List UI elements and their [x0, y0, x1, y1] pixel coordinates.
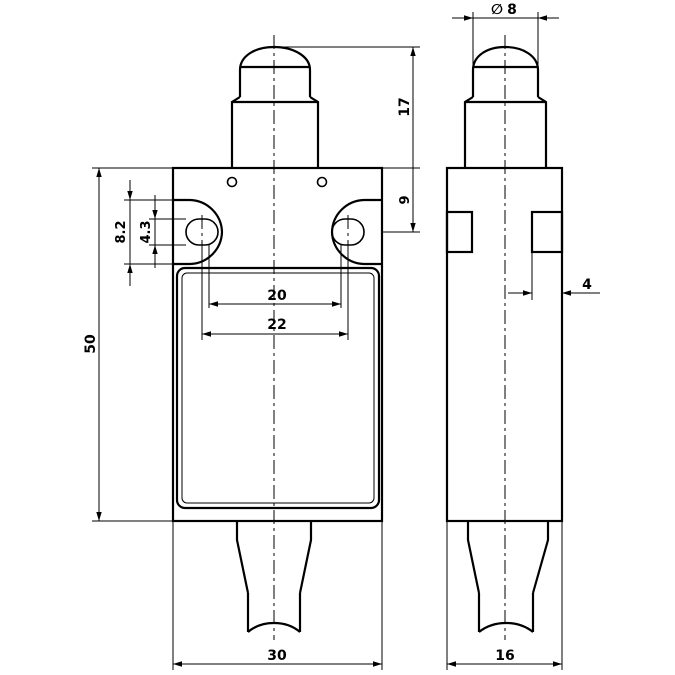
dim-label-30: 30 — [267, 648, 287, 664]
side-plunger-collar — [463, 96, 548, 168]
front-body-dot-right — [316, 176, 328, 188]
front-cover-outer — [175, 266, 381, 510]
dim-label-8-2: 8.2 — [114, 220, 129, 243]
side-view — [445, 35, 564, 640]
dim-label-17: 17 — [397, 97, 413, 116]
side-cable-gland — [466, 521, 550, 594]
side-slot-right — [530, 210, 564, 254]
front-view — [171, 35, 384, 640]
front-mount-left — [173, 198, 224, 266]
side-cable-break — [478, 621, 534, 633]
front-cable-gland — [235, 521, 313, 594]
front-plunger-dome — [238, 45, 312, 97]
front-plunger-collar — [230, 96, 320, 168]
dim-label-50: 50 — [83, 334, 99, 354]
dim-label-22: 22 — [267, 317, 286, 333]
dim-label-8: 8 — [507, 2, 517, 18]
dim-label-4: 4 — [582, 277, 592, 293]
dimension-labels: 17 9 50 8.2 4.3 20 22 30 16 ∅ 8 4 — [83, 2, 592, 664]
dim-label-4-3: 4.3 — [139, 220, 154, 243]
front-body — [171, 166, 384, 523]
front-mount-right — [330, 198, 382, 266]
side-slot-left — [445, 210, 474, 254]
dim-label-9: 9 — [398, 195, 413, 204]
dim-label-16: 16 — [495, 648, 514, 664]
dimension-lines — [92, 12, 600, 670]
front-body-dot-left — [226, 176, 238, 188]
dim-label-diameter-symbol: ∅ — [491, 2, 503, 18]
front-cover-inner — [181, 272, 375, 504]
dim-label-20: 20 — [267, 288, 287, 304]
